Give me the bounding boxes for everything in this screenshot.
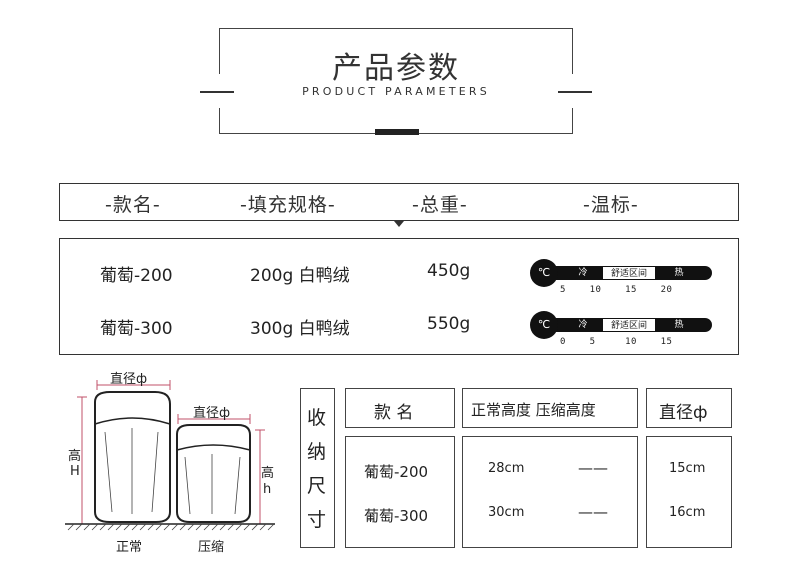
header-temp: -温标- [583,194,639,216]
side-char-4: 寸 [307,509,327,531]
header-model: -款名- [105,194,161,216]
size-compressed-1: —— [578,459,608,477]
size-normal-1: 28cm [488,461,525,476]
thermo-cold: 冷 [578,268,588,278]
row2-fill: 300g 白鸭绒 [250,319,350,339]
title-line-left [200,91,234,93]
stuff-sack-illustration [65,380,275,531]
size-model-2: 葡萄-300 [364,507,429,525]
size-header-heights-text: 正常高度 压缩高度 [471,401,596,419]
params-data-box: 葡萄-200 200g 白鸭绒 450g 冷 舒适区间 热 ℃ 5 10 15 … [59,238,739,355]
params-header-row: -款名- -填充规格- -总重- -温标- [59,183,739,221]
diameter-label-small: 直径ф [193,406,231,421]
row2-weight: 550g [427,314,471,334]
thermo-bulb: ℃ [530,311,558,339]
size-diameter-1: 15cm [669,461,706,476]
thermo-comfort: 舒适区间 [602,266,656,280]
row1-thermometer: 冷 舒适区间 热 ℃ 5 10 15 20 [530,259,715,297]
stuff-sack-figure: 直径ф 直径ф 高 H 高 h 正常 压缩 [60,362,280,562]
row2-thermometer: 冷 舒适区间 热 ℃ 0 5 10 15 [530,311,715,349]
row1-model: 葡萄-200 [100,266,173,286]
size-header-model: 款 名 [345,388,455,428]
row2-model: 葡萄-300 [100,319,173,339]
height-unit-small: h [263,482,272,497]
compressed-label: 压缩 [198,540,225,555]
side-char-2: 纳 [307,441,327,463]
size-header-heights: 正常高度 压缩高度 [462,388,638,428]
size-diameter-2: 16cm [669,505,706,520]
thermo-bulb: ℃ [530,259,558,287]
size-header-model-text: 款 名 [374,403,414,423]
normal-label: 正常 [116,540,143,555]
page-subtitle: PRODUCT PARAMETERS [302,85,490,98]
thermo-comfort: 舒适区间 [602,318,656,332]
height-label-small: 高 [261,466,275,481]
thermo-hot: 热 [674,320,684,330]
title-box: 产品参数 PRODUCT PARAMETERS [219,28,573,134]
size-heights-cell: 28cm —— 30cm —— [462,436,638,548]
row1-fill: 200g 白鸭绒 [250,266,350,286]
side-char-1: 收 [307,407,327,429]
thermo-ticks: 0 5 10 15 [560,337,673,347]
thermo-cold: 冷 [578,320,588,330]
header-weight: -总重- [412,194,468,216]
thermo-hot: 热 [674,268,684,278]
size-normal-2: 30cm [488,505,525,520]
row1-weight: 450g [427,261,471,281]
size-compressed-2: —— [578,503,608,521]
thermo-ticks: 5 10 15 20 [560,285,673,295]
diameter-label-big: 直径ф [110,372,148,387]
size-header-diameter-text: 直径ф [659,403,708,423]
size-header-diameter: 直径ф [646,388,732,428]
size-table-side: 收 纳 尺 寸 [300,388,335,548]
size-model-1: 葡萄-200 [364,463,429,481]
thermo-bar: 冷 舒适区间 热 [550,266,712,280]
size-models-cell: 葡萄-200 葡萄-300 [345,436,455,548]
page-title: 产品参数 [332,51,460,86]
title-underline-bar [375,129,419,135]
header-fill: -填充规格- [240,194,336,216]
header-pointer [394,221,404,227]
side-char-3: 尺 [307,475,327,497]
height-unit-big: H [70,464,80,479]
thermo-bar: 冷 舒适区间 热 [550,318,712,332]
title-line-right [558,91,592,93]
height-label-big: 高 [68,449,82,464]
size-diameter-cell: 15cm 16cm [646,436,732,548]
